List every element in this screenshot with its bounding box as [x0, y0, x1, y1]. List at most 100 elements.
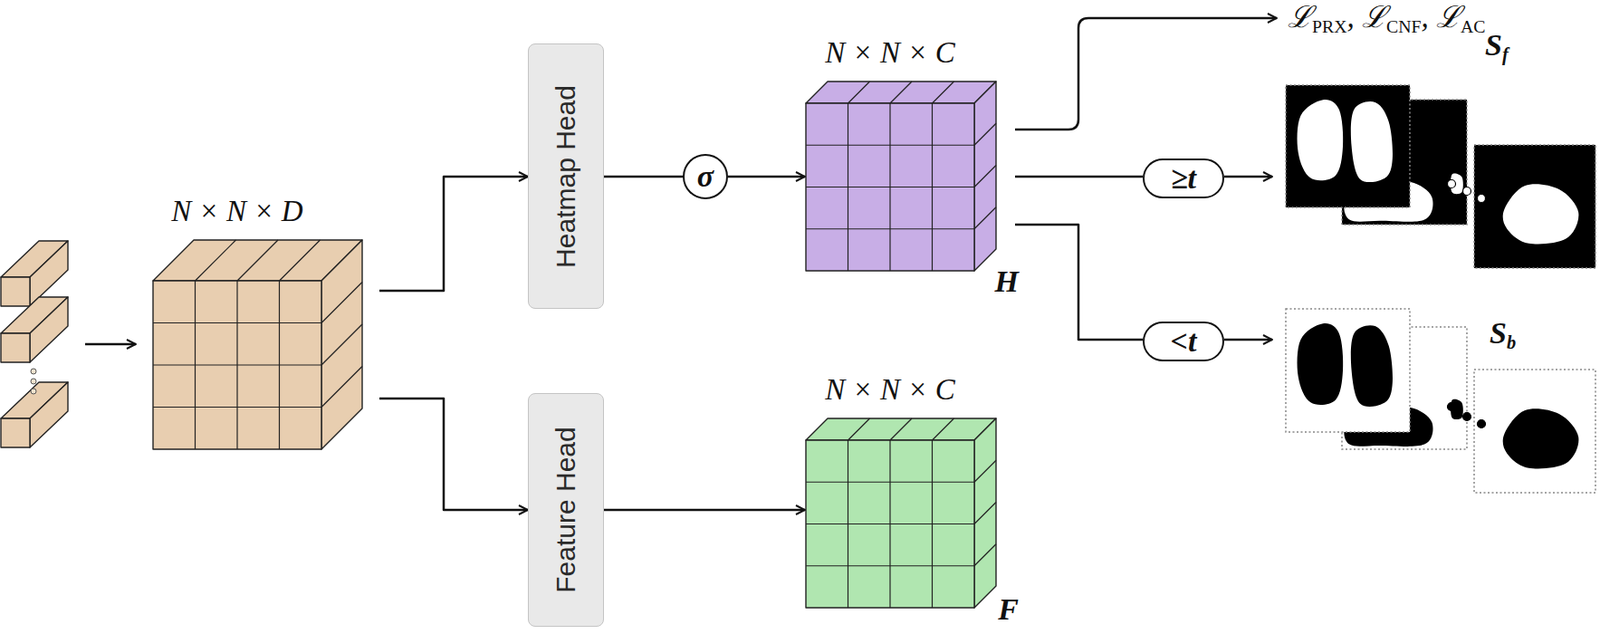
connector-arrow	[379, 398, 528, 510]
connector-arrow	[603, 508, 805, 512]
mask-frame	[1285, 85, 1410, 208]
cube-front-face	[805, 103, 975, 271]
ellipsis-dot	[30, 378, 37, 384]
grid-line	[848, 418, 871, 441]
grid-line	[890, 81, 912, 104]
grid-line	[974, 207, 997, 230]
token-side	[29, 240, 68, 307]
node-text: <t	[1170, 323, 1198, 359]
grid-line	[321, 366, 363, 408]
token-front	[0, 418, 30, 448]
cube-front-face	[153, 280, 322, 450]
grid-line	[974, 459, 997, 482]
mask-frame	[1474, 144, 1596, 269]
loss-arrow	[1015, 18, 1277, 130]
node-text: Sf	[1485, 27, 1509, 63]
stack-dot	[1447, 180, 1457, 189]
mask-blob	[1350, 325, 1393, 407]
token-front	[0, 333, 30, 363]
grid-line	[890, 418, 912, 441]
grid-line	[931, 440, 933, 608]
grid-line	[848, 81, 871, 104]
mask-image	[1285, 85, 1410, 208]
grid-line	[279, 239, 321, 281]
text-cell: Sb	[1489, 315, 1516, 351]
connector-arrow	[379, 176, 528, 291]
cube-front-face	[805, 440, 975, 608]
subscript: b	[1506, 332, 1516, 353]
grid-line	[805, 523, 975, 525]
connector-arrow	[728, 175, 805, 179]
text-cell: F	[997, 591, 1019, 627]
tensor-cube-drawing	[153, 239, 363, 450]
grid-line	[153, 406, 322, 408]
mask-blob	[1297, 323, 1344, 405]
text-cell: σ	[697, 158, 714, 194]
grid-line	[932, 418, 955, 441]
foreground-mask-stack: Sf	[1272, 27, 1596, 272]
cube-side-face	[974, 81, 997, 271]
connector-arrow	[1224, 175, 1273, 179]
stack-dot	[1447, 402, 1457, 412]
ellipsis-dot	[30, 368, 37, 374]
stack-dot	[1463, 187, 1472, 196]
token-side	[29, 382, 68, 448]
subscript: CNF	[1386, 16, 1421, 37]
mask-frame	[1474, 369, 1596, 493]
subscript: f	[1502, 44, 1509, 65]
mask-image	[1474, 369, 1596, 493]
ellipsis-dot	[30, 388, 37, 394]
grid-line	[932, 81, 955, 104]
grid-line	[805, 565, 975, 566]
node-text: Feature Head	[550, 426, 583, 593]
grid-line	[805, 186, 975, 188]
feature-head-box: Feature Head	[527, 392, 604, 627]
tensor-cube-drawing	[805, 81, 997, 271]
background-mask-stack: Sb	[1272, 298, 1596, 499]
subscript: PRX	[1312, 16, 1347, 37]
loss-terms: ℒPRX, ℒCNF, ℒAC	[1287, 0, 1486, 36]
tensor-cube-drawing	[805, 418, 997, 608]
mask-image	[1285, 308, 1410, 432]
grid-line	[974, 165, 997, 188]
loss-label-cell: ℒPRX, ℒCNF, ℒAC	[1287, 0, 1486, 36]
threshold-pill: ≥t	[1142, 158, 1225, 199]
grid-line	[974, 544, 997, 566]
text-cell: N × N × C	[805, 373, 975, 408]
input-token	[0, 297, 68, 363]
text-cell: N × N × D	[153, 194, 322, 230]
node-text: N × N × D	[171, 194, 303, 230]
cube-side-face	[974, 418, 997, 608]
input-token	[0, 240, 68, 307]
subscript: AC	[1460, 16, 1486, 37]
sigmoid-circle: σ	[682, 153, 729, 200]
text-cell: N × N × C	[805, 36, 975, 71]
node-text: Sb	[1489, 315, 1516, 351]
threshold-pill: <t	[1142, 321, 1225, 362]
node-text: H	[995, 263, 1019, 299]
stack-dot	[1463, 412, 1472, 422]
grid-line	[321, 282, 363, 324]
mask-blob	[1297, 99, 1344, 181]
cube-side-face	[321, 239, 363, 450]
grid-line	[237, 239, 278, 281]
text-cell: H	[995, 263, 1019, 299]
text-cell: Heatmap Head	[550, 85, 583, 269]
feature-tensor: N × N × C F	[805, 373, 1019, 627]
tensor-cube: N × N × D	[153, 194, 363, 450]
node-text: N × N × C	[824, 36, 956, 71]
mask-image	[1474, 144, 1596, 269]
heatmap-head-box: Heatmap Head	[527, 43, 604, 309]
grid-line	[974, 123, 997, 145]
mask-blob	[1503, 183, 1580, 244]
mask-blob	[1350, 101, 1393, 183]
node-text: ≥t	[1170, 160, 1197, 196]
text-cell: <t	[1170, 323, 1198, 359]
node-text: F	[997, 591, 1019, 627]
text-cell: ≥t	[1170, 160, 1197, 196]
connector-arrow	[1015, 175, 1143, 179]
grid-line	[278, 280, 280, 450]
stack-dot	[1477, 194, 1486, 203]
